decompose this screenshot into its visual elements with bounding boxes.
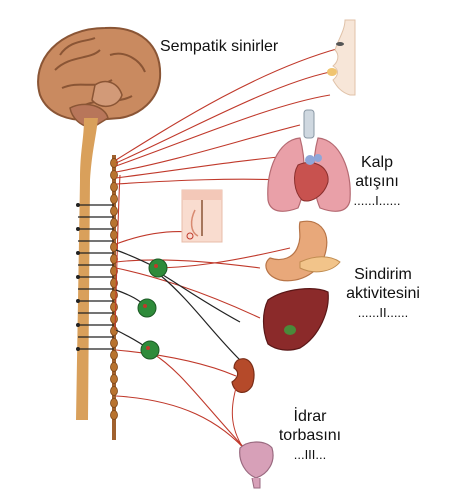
digest-label-line1: Sindirim <box>354 266 412 283</box>
stomach-icon <box>265 220 341 282</box>
face-icon <box>327 19 356 96</box>
heart-label-line1: Kalp <box>360 154 394 171</box>
lungs-heart-icon <box>267 109 351 212</box>
bladder-label: İdrar torbasını ...III... <box>265 407 355 464</box>
spinal-cord <box>76 118 116 440</box>
collateral-ganglia <box>137 258 168 360</box>
cord-nodes <box>76 203 80 351</box>
bladder-label-line1: İdrar <box>293 408 327 425</box>
cord-chain-connections <box>78 204 114 350</box>
skin-section-icon <box>181 189 223 243</box>
digest-blank: ......II...... <box>357 305 409 320</box>
sympathetic-nerves-label: Sempatik sinirler <box>160 38 279 55</box>
digest-label-line2: aktivitesini <box>346 285 420 302</box>
liver-icon <box>262 288 329 351</box>
heart-blank: ......I...... <box>353 193 401 208</box>
brain-icon <box>37 26 162 129</box>
bladder-blank: ...III... <box>293 447 327 462</box>
heart-label-line2: atışını <box>355 173 399 190</box>
bladder-icon <box>239 441 274 489</box>
digestion-label: Sindirim aktivitesini ......II...... <box>328 265 438 322</box>
heart-rate-label: Kalp atışını ......I...... <box>345 153 409 210</box>
bladder-label-line2: torbasını <box>278 427 342 444</box>
